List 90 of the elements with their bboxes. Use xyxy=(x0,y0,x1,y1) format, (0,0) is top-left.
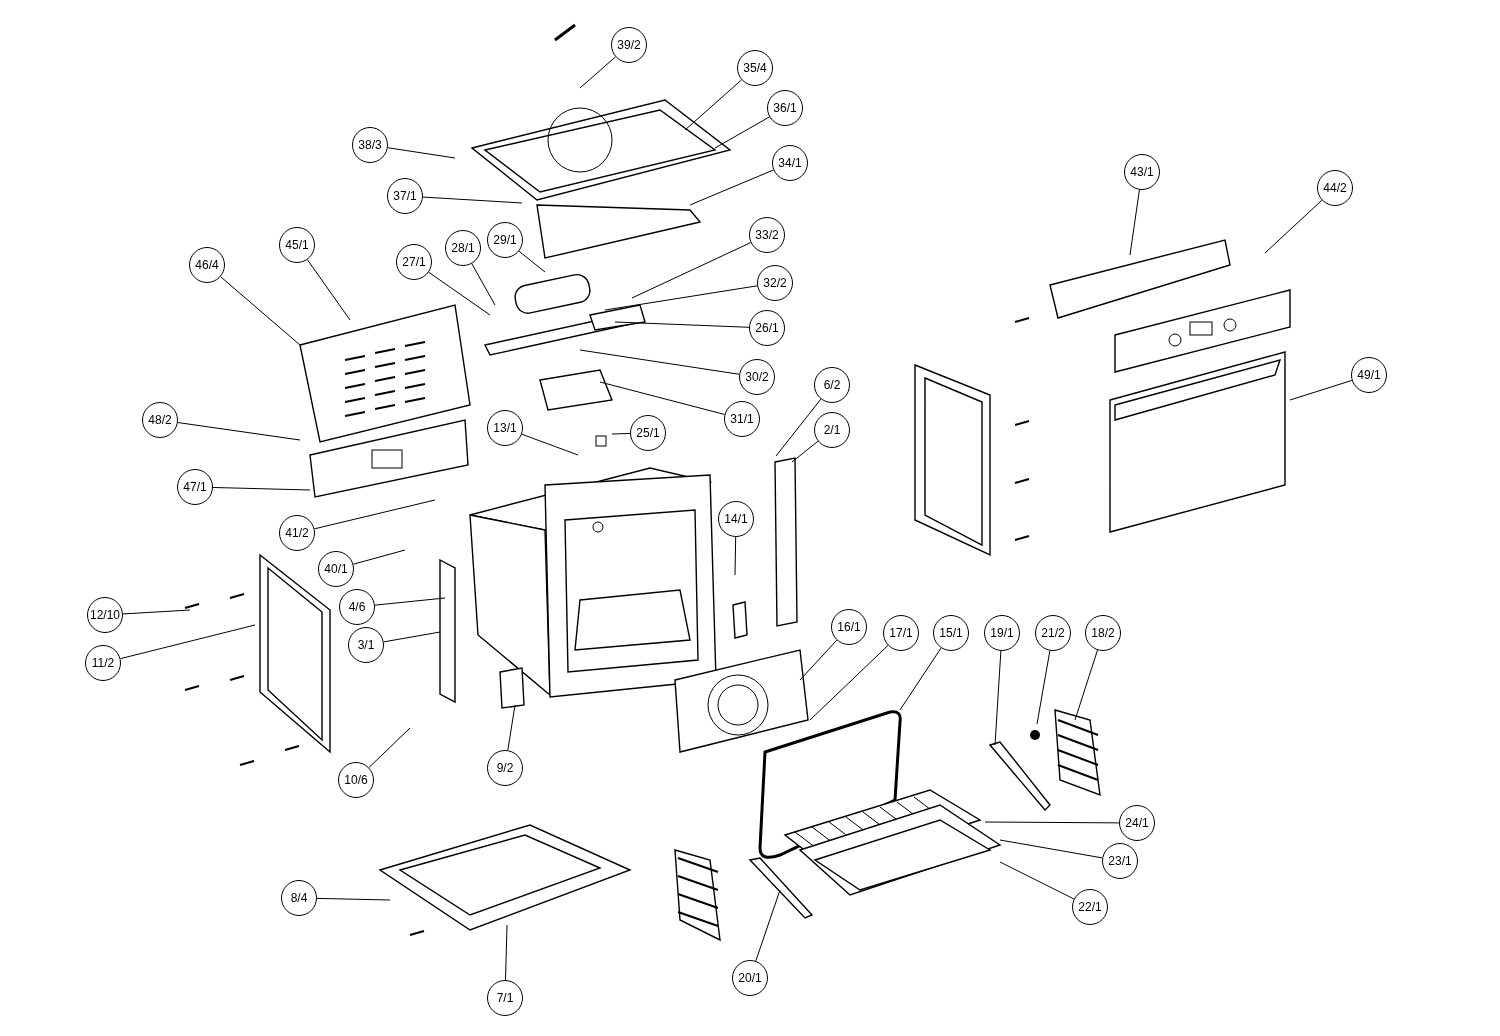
leader-line xyxy=(471,263,496,306)
callout-number: 29/1 xyxy=(487,222,523,258)
callout-number: 12/10 xyxy=(87,597,123,633)
callout-number: 4/6 xyxy=(339,589,375,625)
callout-number: 20/1 xyxy=(732,960,768,996)
leader-line xyxy=(518,250,546,273)
callout-number: 31/1 xyxy=(724,401,760,437)
callout-number: 21/2 xyxy=(1035,615,1071,651)
callout-number: 33/2 xyxy=(749,217,785,253)
callout-number: 38/3 xyxy=(352,127,388,163)
callout-number: 30/2 xyxy=(739,359,775,395)
leader-line xyxy=(614,321,750,328)
callout-number: 13/1 xyxy=(487,410,523,446)
leader-line xyxy=(579,349,740,375)
callout-number: 8/4 xyxy=(281,880,317,916)
leader-line xyxy=(599,381,726,415)
callout-number: 24/1 xyxy=(1119,805,1155,841)
callout-number: 10/6 xyxy=(338,762,374,798)
callout-number: 41/2 xyxy=(279,515,315,551)
callout-number: 46/4 xyxy=(189,247,225,283)
callout-number: 19/1 xyxy=(984,615,1020,651)
leader-line xyxy=(177,422,301,441)
callout-number: 47/1 xyxy=(177,469,213,505)
leader-line xyxy=(521,433,579,456)
leader-line xyxy=(220,276,301,346)
leader-line xyxy=(791,440,819,463)
callout-number: 2/1 xyxy=(814,412,850,448)
leader-line xyxy=(122,609,191,615)
leader-line xyxy=(899,647,942,711)
leader-line xyxy=(316,897,391,901)
callout-number: 48/2 xyxy=(142,402,178,438)
callout-number: 6/2 xyxy=(814,367,850,403)
leader-line xyxy=(306,259,351,321)
leader-line xyxy=(604,285,758,311)
leader-line xyxy=(799,639,838,681)
leader-line xyxy=(1074,649,1098,721)
callout-number: 11/2 xyxy=(85,645,121,681)
leader-line xyxy=(984,821,1120,824)
leader-line xyxy=(314,499,436,530)
callout-number: 32/2 xyxy=(757,265,793,301)
callout-number: 17/1 xyxy=(883,615,919,651)
callout-number: 34/1 xyxy=(772,145,808,181)
leader-line xyxy=(1129,189,1140,256)
callout-number: 49/1 xyxy=(1351,357,1387,393)
leader-line xyxy=(383,631,441,643)
leader-line xyxy=(809,644,889,721)
callout-number: 45/1 xyxy=(279,227,315,263)
leader-line xyxy=(611,433,631,435)
callout-number: 43/1 xyxy=(1124,154,1160,190)
leader-line xyxy=(428,271,491,316)
leader-line xyxy=(212,486,311,491)
leader-line xyxy=(374,597,446,606)
leader-line xyxy=(999,839,1103,859)
leader-line xyxy=(368,727,411,768)
leader-line xyxy=(1036,650,1051,725)
callout-number: 27/1 xyxy=(396,244,432,280)
leader-line xyxy=(119,624,256,660)
callout-number: 40/1 xyxy=(318,551,354,587)
leader-line xyxy=(1264,199,1323,254)
leader-line xyxy=(689,169,774,206)
callout-number: 18/2 xyxy=(1085,615,1121,651)
callout-number: 36/1 xyxy=(767,90,803,126)
callout-number: 35/4 xyxy=(737,50,773,86)
leader-line xyxy=(684,79,743,131)
leader-line xyxy=(755,889,781,962)
leader-line xyxy=(507,704,516,751)
leader-line xyxy=(994,650,1002,746)
leader-line xyxy=(505,924,508,981)
leader-line xyxy=(734,536,737,576)
callout-number: 7/1 xyxy=(487,980,523,1016)
callout-number: 37/1 xyxy=(387,178,423,214)
callout-number: 22/1 xyxy=(1072,889,1108,925)
leader-line xyxy=(775,398,822,457)
leader-line xyxy=(579,56,616,89)
leader-line xyxy=(714,116,770,149)
leader-line xyxy=(422,196,523,204)
callout-number: 25/1 xyxy=(630,415,666,451)
leader-line xyxy=(352,549,406,565)
callout-number: 14/1 xyxy=(718,501,754,537)
callout-number: 3/1 xyxy=(348,627,384,663)
leader-line xyxy=(1289,379,1353,401)
callout-number: 16/1 xyxy=(831,609,867,645)
callout-number: 23/1 xyxy=(1102,843,1138,879)
callout-number: 26/1 xyxy=(749,310,785,346)
callout-number: 15/1 xyxy=(933,615,969,651)
callout-number: 9/2 xyxy=(487,750,523,786)
callout-number: 28/1 xyxy=(445,230,481,266)
callout-number: 44/2 xyxy=(1317,170,1353,206)
leader-line xyxy=(387,147,456,159)
callout-number: 39/2 xyxy=(611,27,647,63)
